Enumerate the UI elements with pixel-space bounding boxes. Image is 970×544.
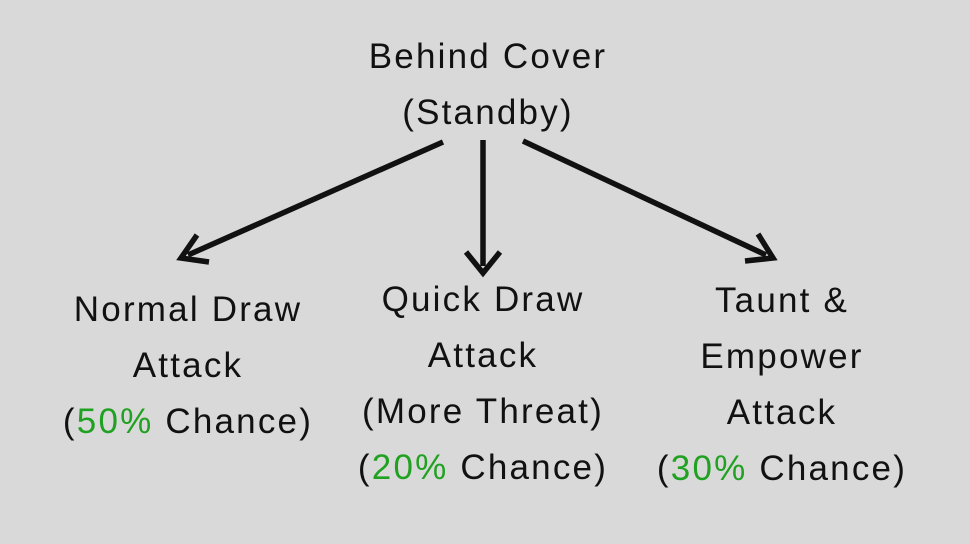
node-note-line: (More Threat) <box>362 392 604 431</box>
node-title-line: Behind Cover <box>368 37 608 76</box>
node-label-line: Attack <box>132 346 244 385</box>
node-label-line: Quick Draw <box>381 280 585 319</box>
chance-value: 50% <box>76 402 154 441</box>
chance-open-paren: ( <box>62 402 77 441</box>
node-label-line: Attack <box>427 336 539 375</box>
node-behind-cover: Behind Cover (Standby) <box>288 29 688 141</box>
node-label-line: Taunt & <box>714 281 850 320</box>
node-subtitle-line: (Standby) <box>402 93 574 132</box>
chance-line: (50% Chance) <box>16 394 360 450</box>
arrow-to-quick-draw-icon <box>463 140 503 278</box>
node-normal-draw-attack: Normal Draw Attack (50% Chance) <box>16 282 360 450</box>
chance-rest: Chance) <box>747 449 908 488</box>
chance-value: 20% <box>371 448 449 487</box>
node-label-line: Empower <box>700 337 864 376</box>
chance-line: (20% Chance) <box>311 440 655 496</box>
chance-line: (30% Chance) <box>610 441 954 497</box>
chance-open-paren: ( <box>357 448 372 487</box>
chance-rest: Chance) <box>448 448 609 487</box>
chance-rest: Chance) <box>153 402 314 441</box>
node-taunt-empower-attack: Taunt & Empower Attack (30% Chance) <box>610 273 954 497</box>
chance-value: 30% <box>670 449 748 488</box>
chance-open-paren: ( <box>656 449 671 488</box>
arrow-to-normal-draw-icon <box>176 139 445 265</box>
node-quick-draw-attack: Quick Draw Attack (More Threat) (20% Cha… <box>311 272 655 496</box>
node-label-line: Attack <box>726 393 838 432</box>
arrow-to-taunt-empower-icon <box>521 138 778 264</box>
node-label-line: Normal Draw <box>73 290 303 329</box>
